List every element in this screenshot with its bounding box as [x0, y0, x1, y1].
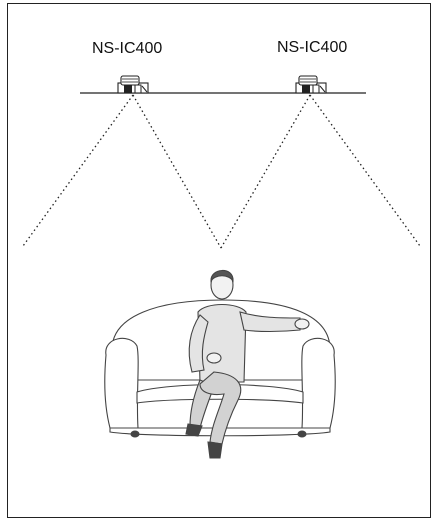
- person-hand-right: [294, 318, 310, 330]
- person-torso: [197, 303, 247, 383]
- person-shoe-back: [185, 423, 203, 437]
- ceiling-speaker-icon: [117, 75, 149, 94]
- sofa-foot-right: [297, 430, 307, 438]
- person-shoe-front: [207, 441, 223, 459]
- sofa-foot-left: [130, 430, 140, 438]
- speaker-label-left: NS-IC400: [92, 40, 163, 57]
- person-arm-left: [188, 314, 209, 373]
- dispersion-line-left-inner: [132, 94, 222, 249]
- dispersion-line-left-outer: [22, 94, 134, 247]
- dispersion-lines: [22, 94, 421, 249]
- sofa-arm-right: [301, 337, 336, 429]
- person-hand-left: [206, 352, 222, 364]
- dispersion-line-right-outer: [309, 94, 421, 247]
- speaker-label-right: NS-IC400: [277, 39, 348, 56]
- dispersion-line-right-inner: [220, 94, 311, 249]
- person-arm-right: [239, 311, 301, 333]
- person-hair: [210, 269, 234, 283]
- sofa-arm-left: [104, 337, 139, 429]
- seated-person: [185, 269, 310, 459]
- ceiling-speaker-icon: [295, 75, 327, 94]
